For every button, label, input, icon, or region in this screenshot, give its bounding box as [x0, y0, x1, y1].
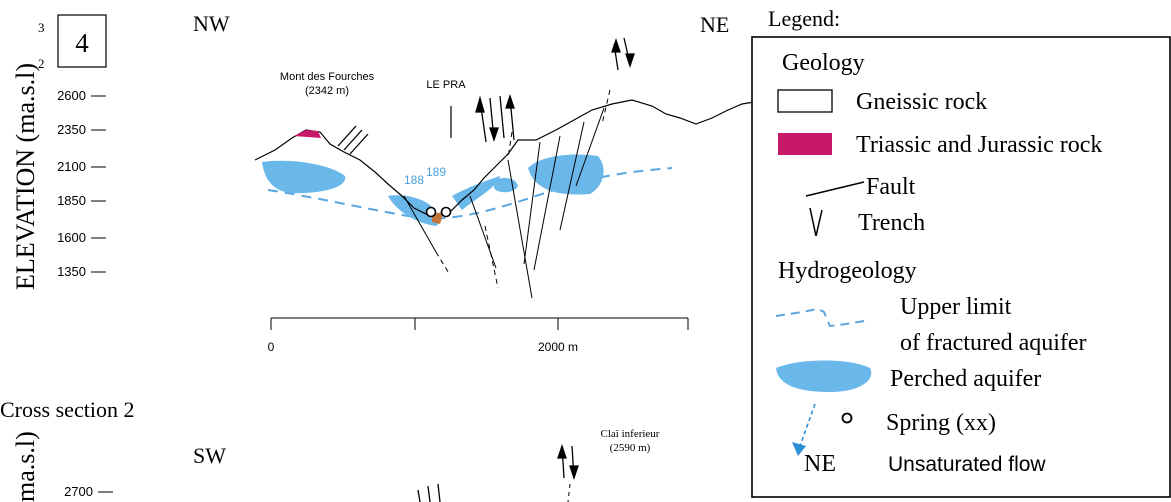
- gneiss-swatch: [777, 89, 833, 113]
- distance-tick-label: 0: [268, 340, 275, 354]
- section-2-peak-elevation: (2590 m): [610, 442, 651, 454]
- trench-arrow: [417, 489, 421, 502]
- spring-legend-symbol: [841, 412, 853, 424]
- perched-aquifer: [528, 154, 604, 195]
- fault-line-dashed: [567, 483, 571, 502]
- trench-arrows-5: [417, 483, 441, 502]
- trench-arrows-2: [475, 93, 515, 143]
- village-label: LE PRA: [426, 79, 466, 91]
- perched-aquifer: [452, 176, 500, 210]
- trench-arrowhead: [475, 95, 485, 113]
- section-number-box: [57, 14, 107, 68]
- elevation-axis: 2600 2350 2100 1850 1600 1350: [57, 88, 106, 279]
- elevation-tick-label: 2600: [57, 88, 86, 103]
- triassic-jurassic-rock: [294, 130, 321, 138]
- flow-arrowhead: [792, 442, 806, 456]
- legend-hydro-heading: Hydrogeology: [778, 258, 917, 284]
- legend-flow-direction: NE: [804, 451, 836, 477]
- legend-trench-label: Trench: [858, 210, 925, 236]
- legend-geology-heading: Geology: [782, 50, 865, 76]
- fault-line-dashed: [484, 225, 499, 289]
- legend-fault-label: Fault: [866, 174, 916, 200]
- spring-label: 188: [404, 173, 424, 187]
- trench-symbol-line: [809, 207, 817, 237]
- perched-aquifer: [494, 178, 518, 193]
- trench-arrowhead: [489, 127, 499, 143]
- partial-tick-top: 3: [38, 20, 45, 35]
- legend-unsaturated-label: Unsaturated flow: [888, 453, 1046, 476]
- fault-line-dashed: [435, 251, 451, 276]
- trench-arrows-4: [557, 443, 579, 481]
- elevation-tick-label: 1600: [57, 230, 86, 245]
- trench-symbol: [809, 207, 823, 237]
- fault-line: [403, 195, 437, 253]
- peak-label: Mont des Fourches: [280, 71, 375, 83]
- elevation-tick-label: 2700: [64, 484, 93, 499]
- fault-symbol: [805, 181, 865, 197]
- trench-symbol-line: [815, 209, 823, 237]
- legend-gneiss-label: Gneissic rock: [856, 89, 987, 115]
- legend-triassic-label: Triassic and Jurassic rock: [856, 132, 1102, 158]
- direction-nw: NW: [193, 11, 230, 36]
- fault-line: [575, 107, 605, 187]
- peak-elevation: (2342 m): [305, 85, 349, 97]
- trench-arrowhead: [505, 93, 515, 109]
- legend-box: [751, 36, 1171, 498]
- trench-arrowhead: [557, 443, 567, 459]
- fault-line: [469, 195, 497, 269]
- direction-sw: SW: [193, 443, 226, 468]
- trench-arrow: [349, 133, 369, 155]
- topographic-profile: [254, 99, 755, 217]
- elevation-tick-label: 2100: [57, 159, 86, 174]
- elevation-tick-label: 1850: [57, 193, 86, 208]
- trench-arrow: [427, 485, 431, 502]
- trench-arrows-3: [611, 37, 635, 71]
- legend-upper-limit-line2: of fractured aquifer: [900, 330, 1087, 356]
- direction-ne: NE: [700, 12, 729, 37]
- trench-arrowhead: [569, 465, 579, 481]
- cross-section-2: Cross section 2 ma.s.l) SW 2700 Claï inf…: [0, 397, 660, 502]
- elevation-tick-label: 2350: [57, 122, 86, 137]
- section-2-axis-label: ma.s.l): [11, 431, 40, 502]
- cross-section-1: Mont des Fourches (2342 m) LE PRA 188 18…: [254, 37, 755, 354]
- trench-arrowhead: [625, 53, 635, 69]
- section-number: 4: [75, 28, 89, 58]
- trench-arrow: [437, 483, 441, 502]
- section-2-peak-label: Claï inferieur: [601, 428, 660, 440]
- legend-spring-label: Spring (xx): [886, 410, 996, 436]
- legend-perched-label: Perched aquifer: [890, 366, 1041, 392]
- fault-line: [523, 141, 541, 265]
- fractured-aquifer-upper-limit: [267, 167, 673, 220]
- trench-arrows-1: [337, 125, 369, 155]
- section-2-title: Cross section 2: [0, 397, 134, 422]
- distance-tick-label: 2000 m: [538, 340, 578, 354]
- fault-line-dashed: [601, 89, 611, 125]
- spring-symbol: [440, 206, 452, 218]
- fault-line: [533, 135, 561, 271]
- spring-label: 189: [426, 165, 446, 179]
- perched-aquifer: [262, 160, 346, 194]
- legend-title: Legend:: [768, 6, 840, 31]
- elevation-tick-label: 1350: [57, 264, 86, 279]
- legend: Legend: Geology Gneissic rock Triassic a…: [751, 6, 1171, 498]
- partial-tick-second: 2: [38, 56, 45, 71]
- fault-line: [559, 121, 585, 231]
- fault-line-dashed: [507, 131, 513, 159]
- trench-arrow: [499, 95, 505, 139]
- trench-arrowhead: [611, 37, 621, 53]
- trench-arrow: [343, 129, 363, 151]
- legend-upper-limit-line1: Upper limit: [900, 294, 1012, 320]
- trench-arrow: [337, 125, 357, 147]
- perched-aquifer: [388, 195, 439, 226]
- triassic-swatch: [778, 133, 832, 155]
- perched-aquifer-symbol: [776, 360, 872, 392]
- spring-symbol: [425, 206, 437, 218]
- elevation-axis-label: ELEVATION (ma.s.l): [11, 63, 40, 290]
- unsaturated-flow-arrow: [799, 403, 816, 447]
- fault-line: [507, 159, 533, 299]
- upper-limit-symbol: [775, 307, 871, 328]
